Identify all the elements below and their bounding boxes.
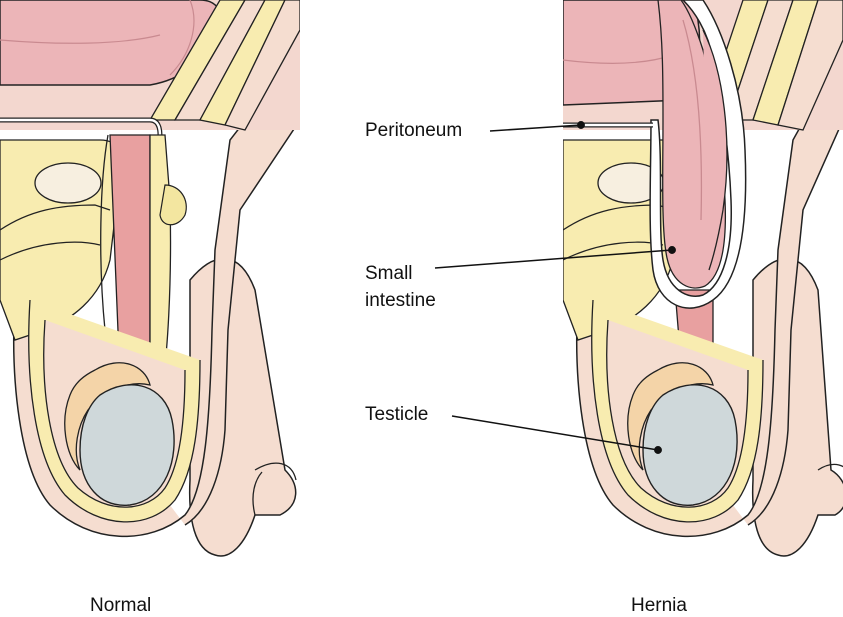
small-intestine-label-line1: Small <box>365 262 413 285</box>
small-intestine-label-line2: intestine <box>365 289 436 312</box>
peritoneum-label: Peritoneum <box>365 119 462 142</box>
normal-caption: Normal <box>90 595 151 617</box>
pubic-bone <box>35 163 101 203</box>
testicle-label: Testicle <box>365 403 428 426</box>
hernia-anatomy-illustration <box>563 0 843 556</box>
penis-shape <box>190 259 296 556</box>
testicle-normal <box>80 385 174 505</box>
normal-anatomy-illustration <box>0 0 300 556</box>
hernia-caption: Hernia <box>631 595 687 617</box>
